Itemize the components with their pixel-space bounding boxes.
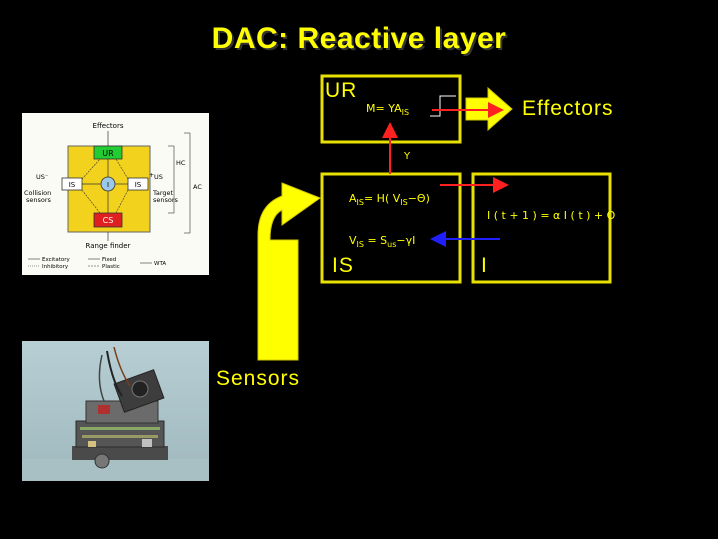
dac-schematic-thumbnail: UR CS IS IS I Effectors US⁻ Collision se… bbox=[22, 113, 209, 275]
i-box bbox=[471, 172, 612, 284]
is-input-formula: VIS = Sus−γI bbox=[349, 234, 416, 250]
schematic-plus-label: + bbox=[149, 172, 154, 179]
schematic-cs-label: CS bbox=[103, 216, 114, 225]
sensors-label: Sensors bbox=[216, 367, 301, 390]
schematic-range-finder-label: Range finder bbox=[86, 242, 131, 250]
legend-excitatory: Excitatory bbox=[42, 257, 70, 263]
robot-illustration bbox=[22, 341, 209, 481]
schematic-sensors2-label: sensors bbox=[153, 196, 179, 204]
i-formula: I ( t + 1 ) = α I ( t ) + O bbox=[487, 209, 616, 222]
legend-plastic: Plastic bbox=[102, 264, 120, 270]
ur-formula: M= YAIS bbox=[366, 102, 410, 118]
schematic-is-left-label: IS bbox=[69, 181, 76, 189]
schematic-sensors1-label: sensors bbox=[26, 196, 52, 204]
i-label: I bbox=[481, 254, 488, 277]
schematic-us-plus-label: US bbox=[154, 173, 163, 181]
schematic-i-label: I bbox=[107, 181, 109, 189]
sensors-arrow bbox=[257, 182, 322, 361]
robot-photo bbox=[22, 341, 209, 481]
legend-inhibitory: Inhibitory bbox=[42, 264, 69, 270]
threshold-symbol bbox=[430, 95, 456, 117]
schematic-collision-label: Collision bbox=[24, 189, 51, 197]
schematic-ur-label: UR bbox=[102, 149, 114, 158]
legend-fixed: Fixed bbox=[102, 257, 116, 263]
effectors-label: Effectors bbox=[522, 97, 614, 120]
legend-wta: WTA bbox=[154, 261, 166, 267]
schematic-target-label: Target bbox=[152, 189, 174, 197]
schematic-ac-label: AC bbox=[193, 183, 202, 191]
slide-title: DAC: Reactive layer bbox=[211, 22, 507, 55]
schematic-effectors-label: Effectors bbox=[93, 122, 124, 130]
y-label: Y bbox=[404, 151, 411, 162]
is-label: IS bbox=[332, 254, 354, 277]
schematic-is-right-label: IS bbox=[135, 181, 142, 189]
ur-label: UR bbox=[325, 79, 358, 102]
schematic-hc-label: HC bbox=[176, 159, 186, 167]
is-activation-formula: AIS= H( VIS−Θ) bbox=[349, 192, 430, 208]
schematic-us-minus-label: US⁻ bbox=[36, 173, 48, 181]
dac-schematic: UR CS IS IS I Effectors US⁻ Collision se… bbox=[22, 113, 209, 275]
